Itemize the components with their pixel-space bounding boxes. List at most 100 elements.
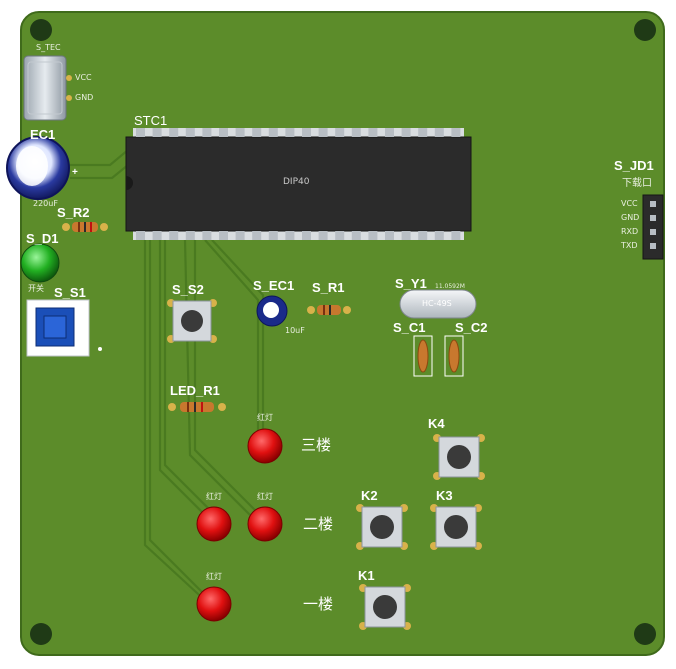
s-c2-label: S_C2 xyxy=(455,320,488,335)
chip-pin xyxy=(152,231,162,240)
chip-pin xyxy=(169,231,179,240)
chip-pin xyxy=(268,231,278,240)
chip-pin xyxy=(434,128,444,137)
s-ec1-label: S_EC1 xyxy=(253,278,295,293)
chip-pin xyxy=(401,128,411,137)
led-text-floor2-left: 红灯 xyxy=(206,492,222,501)
s-r2-label: S_R2 xyxy=(57,205,90,220)
ec1-capacitor xyxy=(6,136,70,200)
jd-pin-vcc: VCC xyxy=(621,199,638,208)
chip-pin xyxy=(252,231,262,240)
chip-pins xyxy=(136,128,461,240)
chip-pin xyxy=(219,128,228,137)
chip-pin xyxy=(418,128,428,137)
chip-pin xyxy=(136,231,145,240)
chip-pin xyxy=(418,231,428,240)
chip-pin xyxy=(351,231,361,240)
k1-button[interactable] xyxy=(359,584,411,630)
chip-pin xyxy=(368,231,378,240)
s-r2-resistor xyxy=(62,222,108,232)
s-s2-button[interactable] xyxy=(167,299,217,343)
s-s1-switch[interactable] xyxy=(26,299,102,357)
floor2-label: 二楼 xyxy=(303,515,334,533)
s-s1-sublabel: 开关 xyxy=(28,284,44,293)
chip-pin xyxy=(318,128,328,137)
chip-pin xyxy=(152,128,162,137)
s-r1-resistor xyxy=(307,305,351,315)
mounting-hole xyxy=(634,623,656,645)
chip-pin xyxy=(434,231,444,240)
led-r1-resistor xyxy=(168,402,226,412)
chip-pin xyxy=(368,128,378,137)
s-ec1-capacitor xyxy=(256,295,288,327)
k1-label: K1 xyxy=(358,568,375,583)
chip-pin xyxy=(235,128,245,137)
chip-pin xyxy=(136,128,145,137)
chip-pin xyxy=(169,128,179,137)
mounting-hole xyxy=(634,19,656,41)
s-c1-capacitor xyxy=(413,335,433,377)
led-floor1 xyxy=(196,586,232,622)
chip-pin xyxy=(401,231,411,240)
led-floor2-left xyxy=(196,506,232,542)
k2-label: K2 xyxy=(361,488,378,503)
chip-pin xyxy=(302,231,311,240)
s-y1-label: S_Y1 xyxy=(395,276,427,291)
usb-gnd-label: GND xyxy=(75,93,94,102)
jd-pin-rxd: RXD xyxy=(621,227,639,236)
board-outline xyxy=(20,11,665,656)
chip-pin xyxy=(335,231,345,240)
s-jd1-label: S_JD1 xyxy=(614,158,654,173)
led-floor2-right xyxy=(247,506,283,542)
led-text-floor3: 红灯 xyxy=(257,413,273,422)
chip-pin xyxy=(235,231,245,240)
chip-pin xyxy=(252,128,262,137)
chip-pin xyxy=(302,128,311,137)
k3-label: K3 xyxy=(436,488,453,503)
s-y1-crystal xyxy=(399,289,477,319)
chip-pin xyxy=(385,231,394,240)
chip-pin xyxy=(202,128,212,137)
led-floor3 xyxy=(247,428,283,464)
crystal-label: HC-49S xyxy=(422,299,452,308)
s-s1-label: S_S1 xyxy=(54,285,86,300)
chip-pin xyxy=(385,128,394,137)
chip-pin xyxy=(185,128,195,137)
k2-button[interactable] xyxy=(356,504,408,550)
mounting-hole xyxy=(30,623,52,645)
chip-pin xyxy=(335,128,345,137)
k4-button[interactable] xyxy=(433,434,485,480)
led-r1-label: LED_R1 xyxy=(170,383,220,398)
usb-label: S_TEC xyxy=(36,43,61,52)
chip-pin xyxy=(451,231,461,240)
chip-pin xyxy=(285,231,295,240)
chip-pin xyxy=(202,231,212,240)
jd-pin-txd: TXD xyxy=(621,241,638,250)
k3-button[interactable] xyxy=(430,504,482,550)
s-d1-label: S_D1 xyxy=(26,231,59,246)
stc1-chip xyxy=(125,128,472,240)
k4-label: K4 xyxy=(428,416,445,431)
ec1-value: 220uF xyxy=(33,199,58,208)
chip-pin xyxy=(268,128,278,137)
mounting-hole xyxy=(30,19,52,41)
chip-pin xyxy=(219,231,228,240)
plus-sign: + xyxy=(72,167,78,178)
s-d1-led xyxy=(20,243,60,283)
led-text-floor2-right: 红灯 xyxy=(257,492,273,501)
s-r1-label: S_R1 xyxy=(312,280,345,295)
led-text-floor1: 红灯 xyxy=(206,572,222,581)
s-c2-capacitor xyxy=(444,335,464,377)
s-jd1-header xyxy=(642,194,664,260)
s-s2-label: S_S2 xyxy=(172,282,204,297)
ec1-label: EC1 xyxy=(30,127,56,142)
floor1-label: 一楼 xyxy=(303,595,334,613)
jd-pin-gnd: GND xyxy=(621,213,640,222)
usb-connector xyxy=(23,55,72,121)
usb-vcc-label: VCC xyxy=(75,73,92,82)
chip-pin xyxy=(285,128,295,137)
stc1-label: STC1 xyxy=(134,113,168,128)
floor3-label: 三楼 xyxy=(301,436,332,454)
chip-pin xyxy=(451,128,461,137)
